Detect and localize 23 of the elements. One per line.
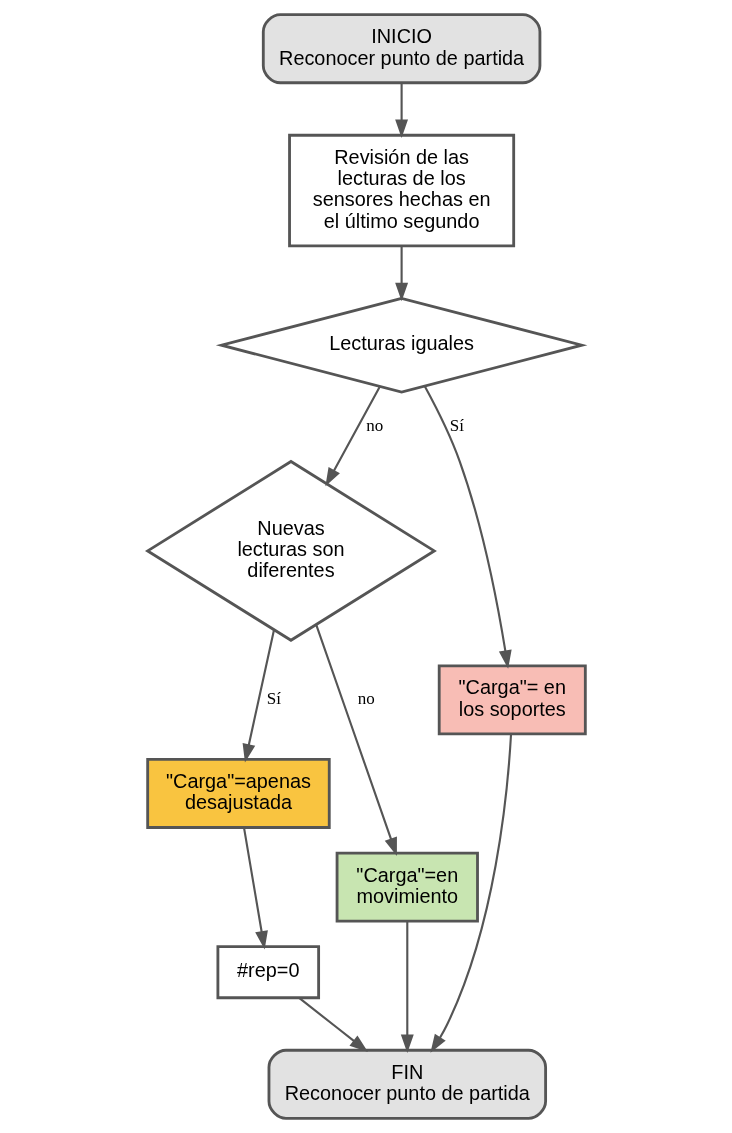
arrow	[400, 921, 414, 1053]
edge-label: no	[365, 416, 383, 436]
node-box: "Carga"=apenas desajustada	[145, 758, 331, 829]
node-diamond: Nuevas lecturas son diferentes	[144, 459, 437, 642]
edge-label: Sí	[266, 689, 281, 709]
edge-label: Sí	[449, 416, 464, 436]
edge-label: no	[357, 689, 375, 709]
arrow	[242, 629, 275, 763]
node-diamond: Lecturas iguales	[215, 296, 587, 394]
arrow	[423, 385, 512, 669]
arrow	[394, 245, 408, 302]
arrow	[324, 386, 381, 487]
arrow	[242, 827, 268, 950]
node-box: FIN Reconocer punto de partida	[267, 1048, 547, 1120]
arrow	[394, 83, 408, 138]
arrow	[429, 734, 512, 1053]
node-box: "Carga"= en los soportes	[437, 664, 587, 736]
node-box: #rep=0	[216, 945, 320, 1000]
arrow	[297, 997, 368, 1052]
node-box: Revisión de las lecturas de los sensores hechas en el último segundo	[287, 133, 515, 248]
arrow	[314, 624, 397, 856]
node-box: INICIO Reconocer punto de partida	[261, 13, 541, 85]
node-box: "Carga"=en movimiento	[335, 851, 479, 923]
